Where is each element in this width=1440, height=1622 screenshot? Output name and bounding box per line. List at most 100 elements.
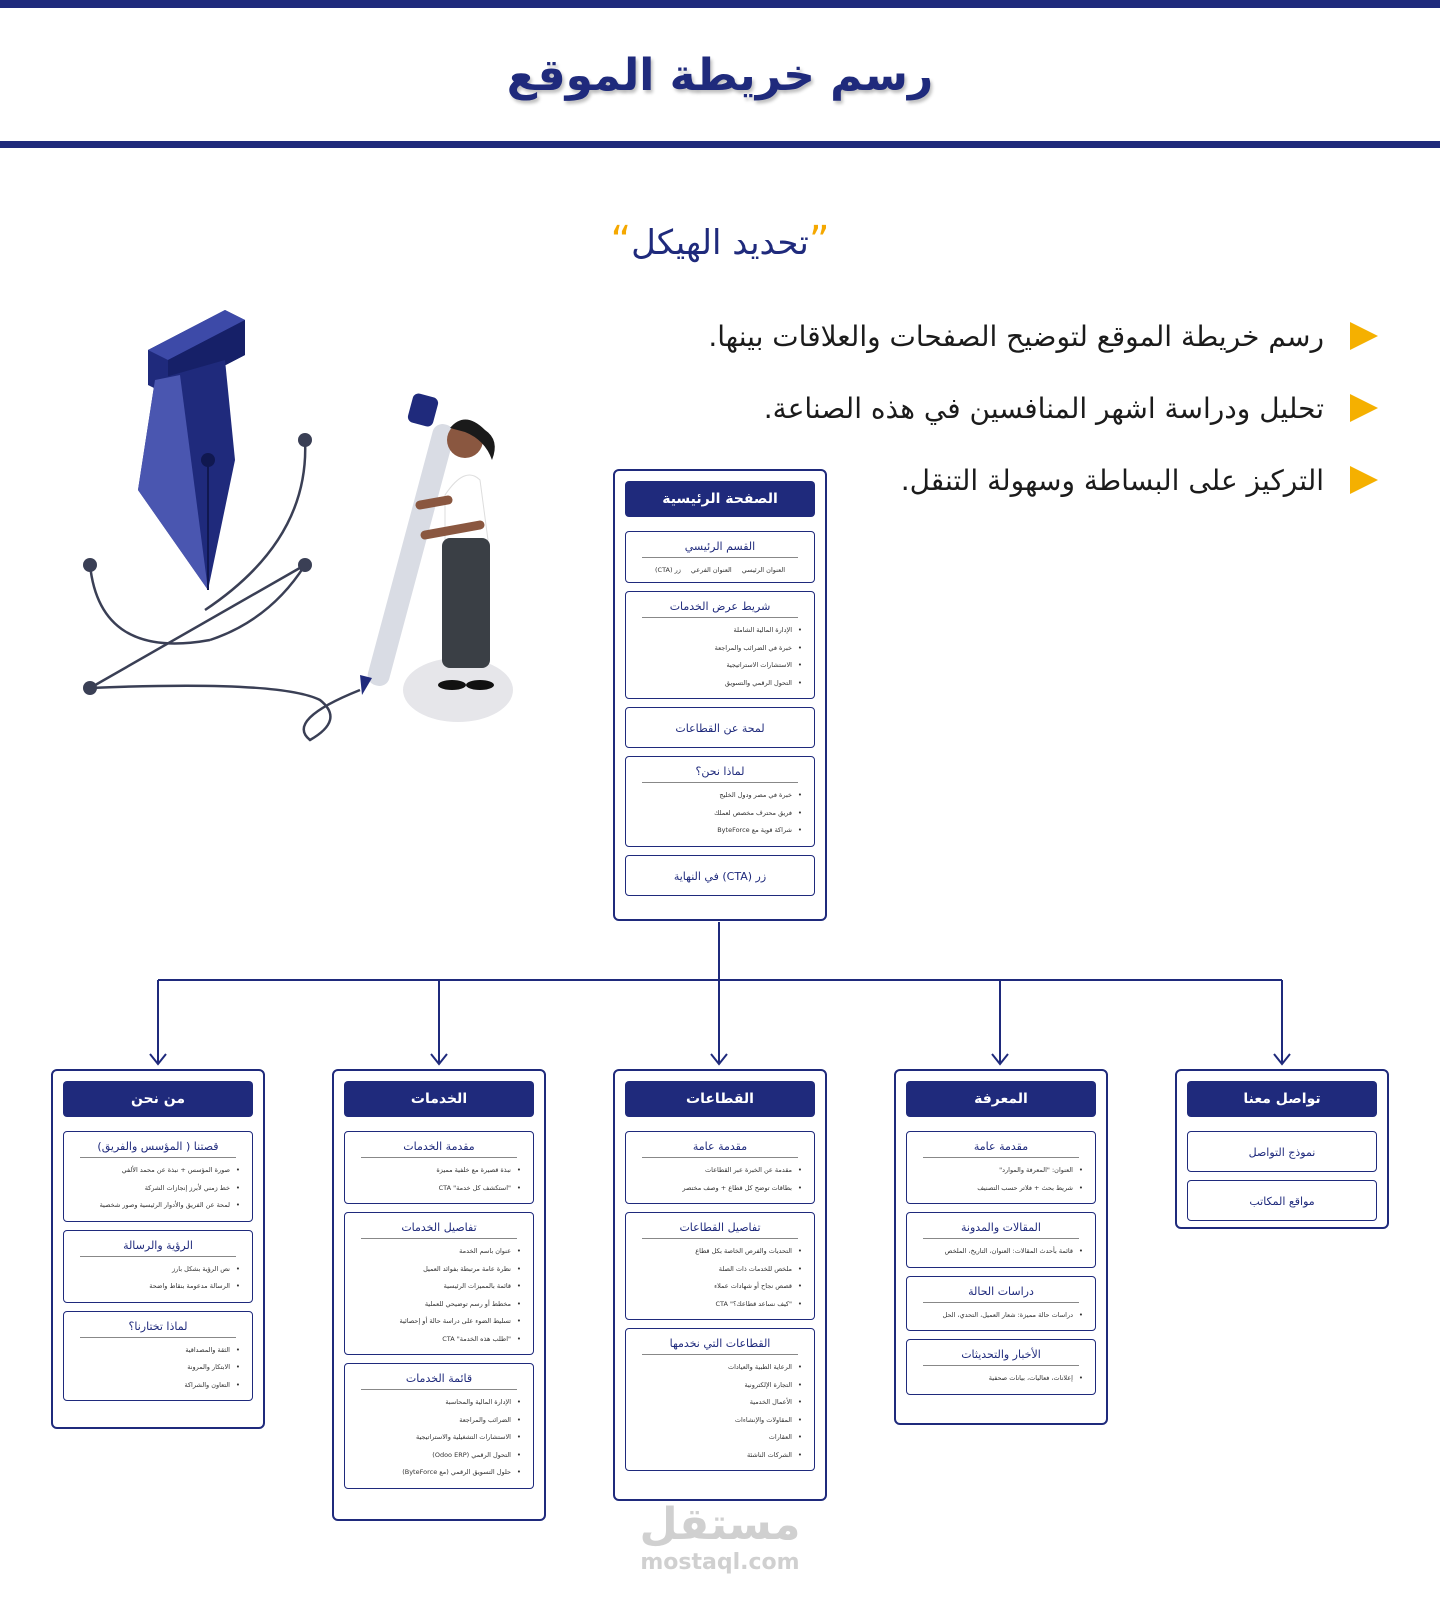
list-item: العنوان الفرعي (691, 566, 732, 574)
list-item: الرعاية الطبية والعيادات (638, 1359, 802, 1377)
section-title: القسم الرئيسي (642, 540, 798, 558)
list-item: دراسات حالة مميزة: شعار العميل، التحدي، … (919, 1307, 1083, 1325)
list-item: صورة المؤسس + نبذة عن محمد الألفي (76, 1162, 240, 1180)
knowledge-title[interactable]: المعرفة (906, 1081, 1096, 1117)
section-title: لماذا تختارنا؟ (80, 1320, 236, 1338)
home-page-card: الصفحة الرئيسية القسم الرئيسي العنوان ال… (613, 469, 827, 921)
section-title: تفاصيل الخدمات (361, 1221, 517, 1239)
list-item: الاستشارات التشغيلية والاستراتيجية (357, 1429, 521, 1447)
knowledge-card: المعرفة مقدمة عامة العنوان: "المعرفة وال… (894, 1069, 1108, 1425)
list-item: قصص نجاح أو شهادات عملاء (638, 1278, 802, 1296)
services-slider-section[interactable]: شريط عرض الخدمات الإدارة المالية الشاملة… (625, 591, 815, 699)
list-item: "استكشف كل خدمة" CTA (357, 1180, 521, 1198)
sectors-served-section[interactable]: القطاعات التي نخدمها الرعاية الطبية والع… (625, 1328, 815, 1471)
section-title: شريط عرض الخدمات (642, 600, 798, 618)
list-item: التعاون والشراكة (76, 1377, 240, 1395)
knowledge-intro-section[interactable]: مقدمة عامة العنوان: "المعرفة والموارد" ش… (906, 1131, 1096, 1204)
services-list-section[interactable]: قائمة الخدمات الإدارة المالية والمحاسبة … (344, 1363, 534, 1489)
hero-items: العنوان الرئيسي العنوان الفرعي زر (CTA) (638, 562, 802, 576)
list-item: العنوان الرئيسي (742, 566, 785, 574)
section-title: تفاصيل القطاعات (642, 1221, 798, 1239)
about-card: من نحن قصتنا ( المؤسس والفريق) صورة المؤ… (51, 1069, 265, 1429)
list-item: التحول الرقمي والتسويق (638, 675, 802, 693)
section-title: مقدمة الخدمات (361, 1140, 517, 1158)
list-item: خط زمني لأبرز إنجازات الشركة (76, 1180, 240, 1198)
services-details-section[interactable]: تفاصيل الخدمات عنوان باسم الخدمة نظرة عا… (344, 1212, 534, 1355)
list-item: العقارات (638, 1429, 802, 1447)
hero-section[interactable]: القسم الرئيسي العنوان الرئيسي العنوان ال… (625, 531, 815, 583)
section-title: لمحة عن القطاعات (638, 716, 802, 741)
list-item: الإدارة المالية الشاملة (638, 622, 802, 640)
list-item: بطاقات توضح كل قطاع + وصف مختصر (638, 1180, 802, 1198)
story-section[interactable]: قصتنا ( المؤسس والفريق) صورة المؤسس + نب… (63, 1131, 253, 1222)
section-title: الرؤية والرسالة (80, 1239, 236, 1257)
list-item: "كيف نساعد قطاعك؟" CTA (638, 1296, 802, 1314)
list-item: التحديات والفرص الخاصة بكل قطاع (638, 1243, 802, 1261)
watermark-arabic: مستقل (630, 1500, 810, 1550)
list-item: زر (CTA) (655, 566, 681, 574)
section-title: لماذا نحن؟ (642, 765, 798, 783)
list-item: المقاولات والإنشاءات (638, 1412, 802, 1430)
list-item: فريق محترف مخصص لعملك (638, 805, 802, 823)
list-item: الأعمال الخدمية (638, 1394, 802, 1412)
list-item: حلول التسويق الرقمي (مع ByteForce) (357, 1464, 521, 1482)
contact-card: تواصل معنا نموذج التواصل مواقع المكاتب (1175, 1069, 1389, 1229)
case-studies-section[interactable]: دراسات الحالة دراسات حالة مميزة: شعار ال… (906, 1276, 1096, 1332)
services-card: الخدمات مقدمة الخدمات نبذة قصيرة مع خلفي… (332, 1069, 546, 1521)
section-title: القطاعات التي نخدمها (642, 1337, 798, 1355)
list-item: قائمة بأحدث المقالات: العنوان، التاريخ، … (919, 1243, 1083, 1261)
list-item: نص الرؤية بشكل بارز (76, 1261, 240, 1279)
list-item: الثقة والمصداقية (76, 1342, 240, 1360)
sectors-overview-section[interactable]: لمحة عن القطاعات (625, 707, 815, 748)
list-item: ملخص للخدمات ذات الصلة (638, 1261, 802, 1279)
services-intro-section[interactable]: مقدمة الخدمات نبذة قصيرة مع خلفية مميزة … (344, 1131, 534, 1204)
list-item: إعلانات، فعاليات، بيانات صحفية (919, 1370, 1083, 1388)
list-item: عنوان باسم الخدمة (357, 1243, 521, 1261)
watermark-english: mostaql.com (630, 1550, 810, 1575)
articles-section[interactable]: المقالات والمدونة قائمة بأحدث المقالات: … (906, 1212, 1096, 1268)
watermark-logo: مستقل mostaql.com (630, 1500, 810, 1575)
about-title[interactable]: من نحن (63, 1081, 253, 1117)
contact-form-section[interactable]: نموذج التواصل (1187, 1131, 1377, 1172)
services-title[interactable]: الخدمات (344, 1081, 534, 1117)
why-us-section[interactable]: لماذا نحن؟ خبرة في مصر ودول الخليج فريق … (625, 756, 815, 847)
list-item: الإدارة المالية والمحاسبة (357, 1394, 521, 1412)
list-item: خبرة في الضرائب والمراجعة (638, 640, 802, 658)
list-item: خبرة في مصر ودول الخليج (638, 787, 802, 805)
sectors-card: القطاعات مقدمة عامة مقدمة عن الخبرة عبر … (613, 1069, 827, 1501)
news-section[interactable]: الأخبار والتحديثات إعلانات، فعاليات، بيا… (906, 1339, 1096, 1395)
list-item: الشركات الناشئة (638, 1447, 802, 1465)
offices-section[interactable]: مواقع المكاتب (1187, 1180, 1377, 1221)
sectors-title[interactable]: القطاعات (625, 1081, 815, 1117)
list-item: لمحة عن الفريق والأدوار الرئيسية وصور شخ… (76, 1197, 240, 1215)
sectors-details-section[interactable]: تفاصيل القطاعات التحديات والفرص الخاصة ب… (625, 1212, 815, 1320)
sectors-intro-section[interactable]: مقدمة عامة مقدمة عن الخبرة عبر القطاعات … (625, 1131, 815, 1204)
list-item: شراكة قوية مع ByteForce (638, 822, 802, 840)
list-item: "اطلب هذه الخدمة" CTA (357, 1331, 521, 1349)
section-title: قصتنا ( المؤسس والفريق) (80, 1140, 236, 1158)
section-title: دراسات الحالة (923, 1285, 1079, 1303)
section-title: زر (CTA) في النهاية (638, 864, 802, 889)
list-item: مقدمة عن الخبرة عبر القطاعات (638, 1162, 802, 1180)
list-item: قائمة بالمميزات الرئيسية (357, 1278, 521, 1296)
section-title: الأخبار والتحديثات (923, 1348, 1079, 1366)
section-title: قائمة الخدمات (361, 1372, 517, 1390)
final-cta-section[interactable]: زر (CTA) في النهاية (625, 855, 815, 896)
list-item: الابتكار والمرونة (76, 1359, 240, 1377)
list-item: التجارة الإلكترونية (638, 1377, 802, 1395)
section-title: نموذج التواصل (1200, 1140, 1364, 1165)
list-item: مخطط أو رسم توضيحي للعملية (357, 1296, 521, 1314)
list-item: نظرة عامة مرتبطة بفوائد العميل (357, 1261, 521, 1279)
contact-title[interactable]: تواصل معنا (1187, 1081, 1377, 1117)
list-item: الضرائب والمراجعة (357, 1412, 521, 1430)
vision-section[interactable]: الرؤية والرسالة نص الرؤية بشكل بارز الرس… (63, 1230, 253, 1303)
home-page-title[interactable]: الصفحة الرئيسية (625, 481, 815, 517)
list-item: العنوان: "المعرفة والموارد" (919, 1162, 1083, 1180)
section-title: مقدمة عامة (923, 1140, 1079, 1158)
list-item: الاستشارات الاستراتيجية (638, 657, 802, 675)
list-item: الرسالة مدعومة بنقاط واضحة (76, 1278, 240, 1296)
why-choose-section[interactable]: لماذا تختارنا؟ الثقة والمصداقية الابتكار… (63, 1311, 253, 1402)
list-item: شريط بحث + فلاتر حسب التصنيف (919, 1180, 1083, 1198)
list-item: تسليط الضوء على دراسة حالة أو إحصائية (357, 1313, 521, 1331)
list-item: التحول الرقمي (Odoo ERP) (357, 1447, 521, 1465)
